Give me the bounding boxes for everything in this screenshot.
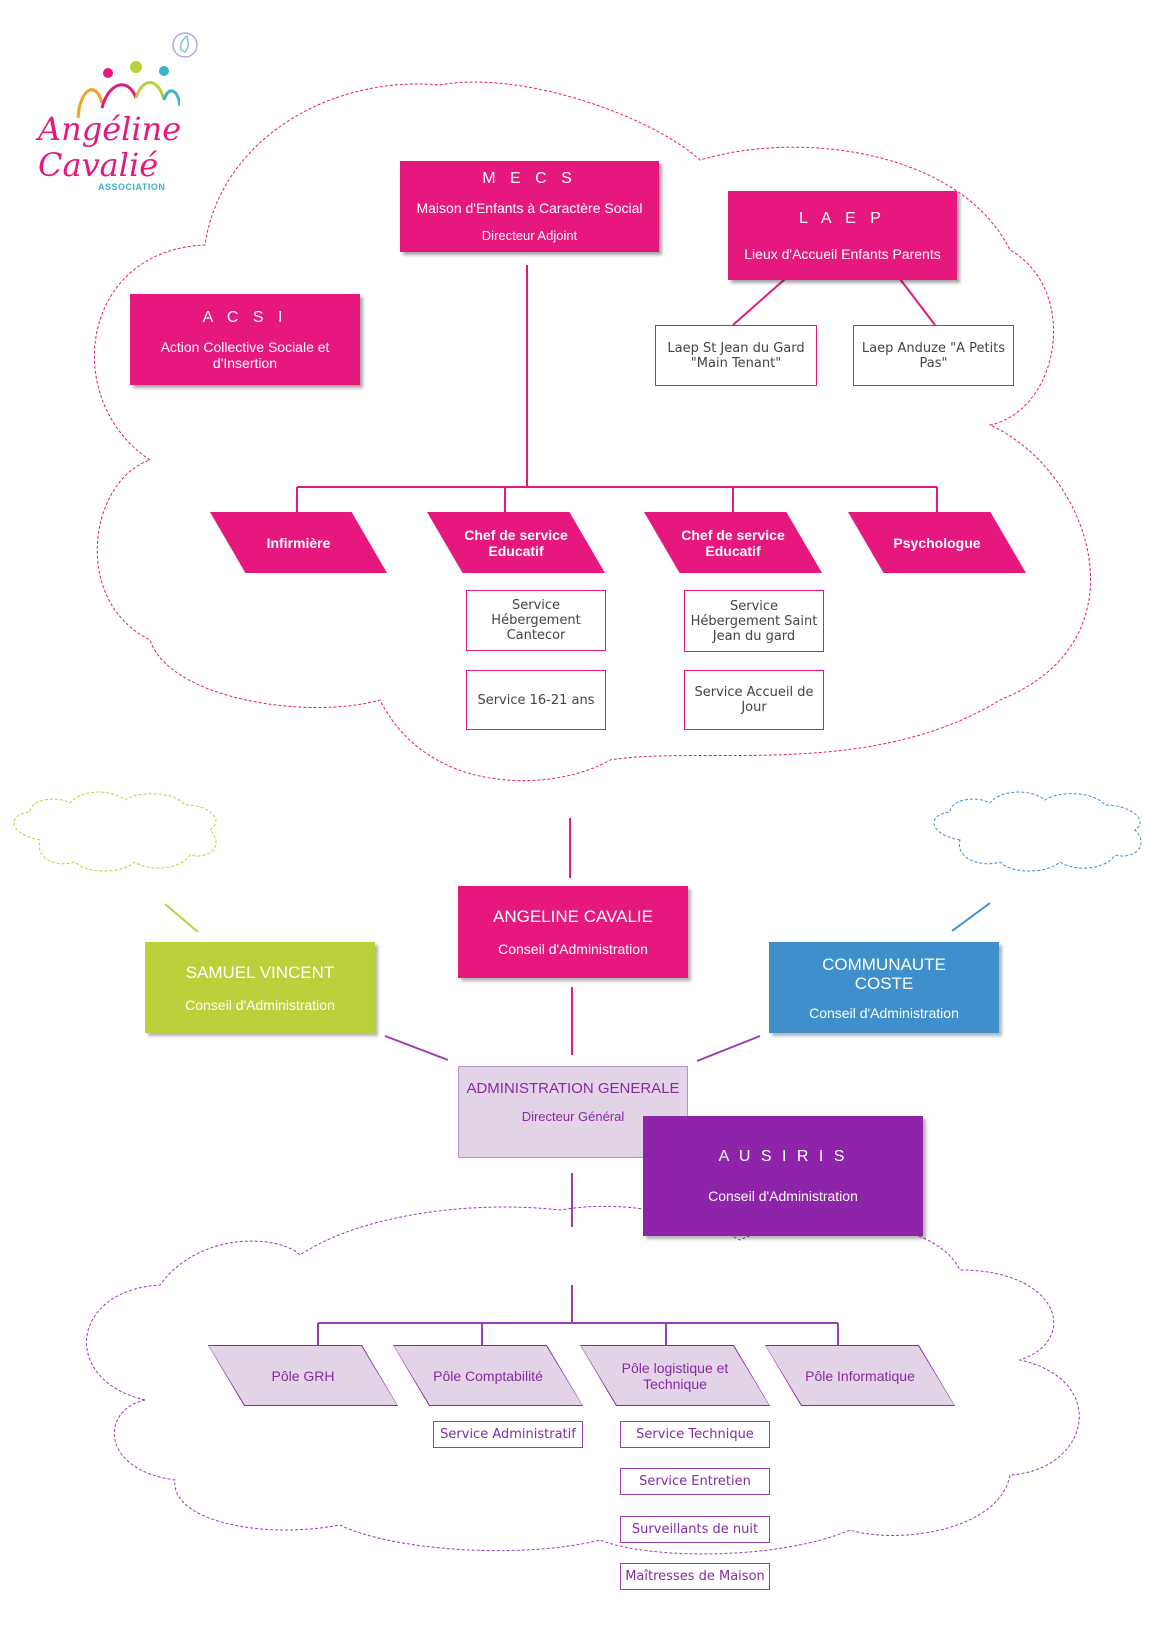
laep-st-jean-box: Laep St Jean du Gard "Main Tenant" [655, 325, 817, 386]
pole-label: Pôle Informatique [805, 1367, 915, 1384]
logo-figures-icon [76, 61, 180, 119]
staff-psychologue: Psychologue [848, 512, 1026, 573]
coste-name: COMMUNAUTE COSTE [822, 954, 946, 993]
ausiris-name: A U S I R I S [718, 1148, 848, 1165]
pole-label: Pôle Comptabilité [433, 1367, 543, 1384]
service-administratif: Service Administratif [433, 1421, 583, 1448]
angeline-box: ANGELINE CAVALIE Conseil d'Administratio… [458, 886, 688, 978]
logo: Angéline Cavalié ASSOCIATION [30, 58, 182, 198]
staff-label: Chef de service Educatif [464, 526, 568, 559]
admin-connectors [317, 1035, 839, 1345]
laep-anduze-box: Laep Anduze "A Petits Pas" [853, 325, 1014, 386]
mecs-cloud [93, 81, 1091, 782]
admin-sub: Directeur Général [521, 1109, 625, 1124]
logo-line1: Angéline [38, 110, 182, 148]
ausiris-box: A U S I R I S Conseil d'Administration [643, 1116, 923, 1236]
staff-infirmiere: Infirmière [210, 512, 387, 573]
samuel-sub: Conseil d'Administration [185, 996, 335, 1013]
laep-title: L A E P [799, 209, 886, 227]
laep-subtitle: Lieux d'Accueil Enfants Parents [744, 245, 941, 262]
samuel-cloud [13, 791, 217, 872]
pole-logistique: Pôle logistique et Technique [580, 1345, 770, 1406]
coste-cloud-link [951, 902, 991, 932]
service-technique: Service Technique [620, 1421, 770, 1448]
staff-label: Infirmière [266, 534, 331, 551]
leaf-icon [172, 32, 198, 58]
service-cantecor: Service Hébergement Cantecor [466, 590, 606, 651]
acsi-box: A C S I Action Collective Sociale et d'I… [130, 294, 360, 385]
admin-name: ADMINISTRATION GENERALE [466, 1080, 680, 1097]
mecs-connectors [296, 265, 938, 1055]
samuel-name: SAMUEL VINCENT [185, 962, 335, 982]
pole-informatique: Pôle Informatique [765, 1345, 955, 1406]
ausiris-sub: Conseil d'Administration [708, 1188, 858, 1204]
angeline-sub: Conseil d'Administration [498, 941, 648, 957]
coste-cloud [933, 791, 1142, 872]
staff-label: Psychologue [893, 534, 981, 551]
mecs-role: Directeur Adjoint [481, 228, 578, 243]
maitresses-maison: Maîtresses de Maison [620, 1563, 770, 1590]
pole-grh: Pôle GRH [208, 1345, 398, 1406]
staff-chef-service-2: Chef de service Educatif [644, 512, 822, 573]
coste-sub: Conseil d'Administration [809, 1004, 959, 1021]
samuel-box: SAMUEL VINCENT Conseil d'Administration [145, 942, 375, 1033]
surveillants-nuit: Surveillants de nuit [620, 1516, 770, 1543]
pole-label: Pôle logistique et Technique [621, 1359, 729, 1392]
staff-label: Chef de service Educatif [681, 526, 785, 559]
mecs-subtitle: Maison d'Enfants à Caractère Social [416, 200, 643, 216]
service-saint-jean: Service Hébergement Saint Jean du gard [684, 590, 824, 652]
acsi-title: A C S I [202, 308, 288, 326]
coste-box: COMMUNAUTE COSTE Conseil d'Administratio… [769, 942, 999, 1033]
poles-cloud [86, 1205, 1080, 1555]
staff-chef-service-1: Chef de service Educatif [427, 512, 605, 573]
service-accueil-jour: Service Accueil de Jour [684, 670, 824, 730]
logo-line2: Cavalié [38, 146, 159, 184]
mecs-box: M E C S Maison d'Enfants à Caractère Soc… [400, 161, 659, 252]
service-16-21: Service 16-21 ans [466, 670, 606, 730]
logo-line3: ASSOCIATION [98, 182, 166, 192]
samuel-cloud-link [164, 903, 199, 933]
laep-box: L A E P Lieux d'Accueil Enfants Parents [728, 191, 957, 280]
mecs-title: M E C S [482, 170, 577, 187]
angeline-name: ANGELINE CAVALIE [493, 907, 653, 926]
service-entretien: Service Entretien [620, 1468, 770, 1495]
pole-comptabilite: Pôle Comptabilité [393, 1345, 583, 1406]
acsi-subtitle: Action Collective Sociale et d'Insertion [160, 338, 330, 371]
pole-label: Pôle GRH [271, 1367, 335, 1384]
